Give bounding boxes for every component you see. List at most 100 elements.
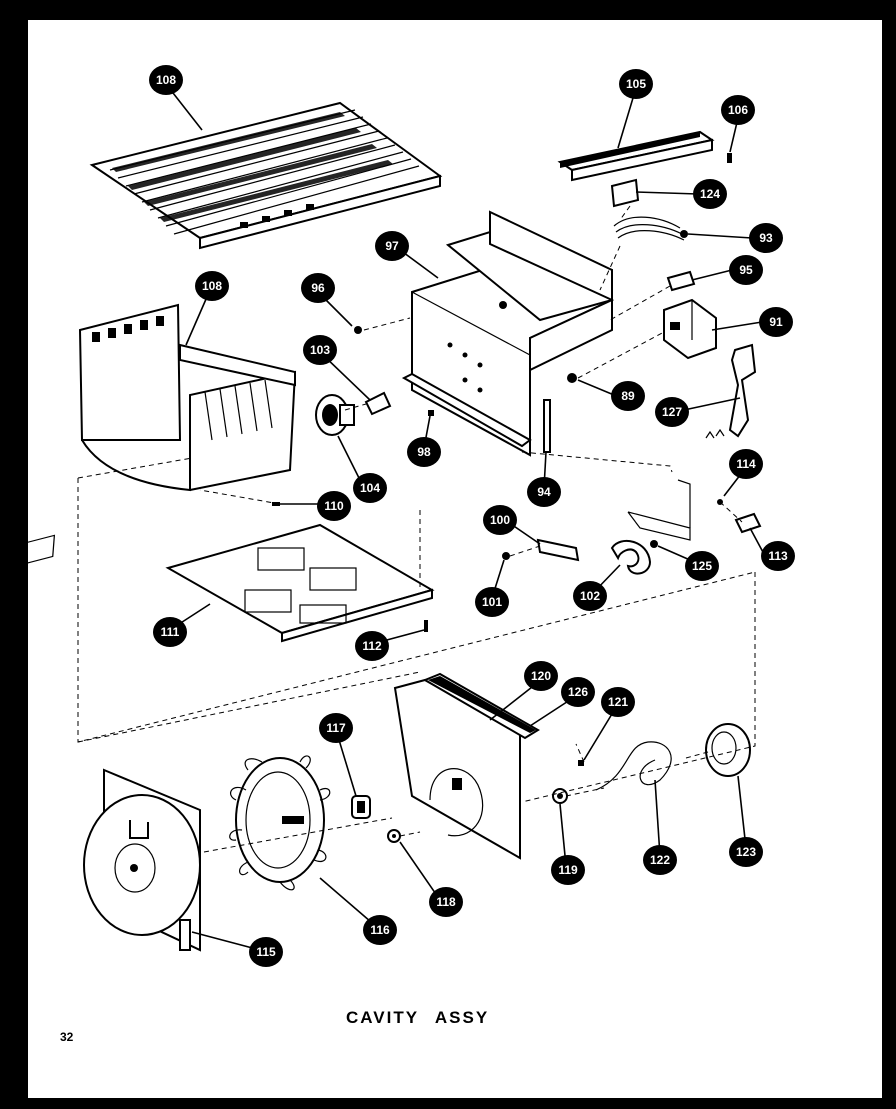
mounting-clip xyxy=(666,270,696,292)
callout-126: 126 xyxy=(561,677,595,707)
callout-115: 115 xyxy=(249,937,283,967)
fan-panel xyxy=(393,678,521,860)
svg-text:127: 127 xyxy=(662,405,682,419)
callout-106: 106 xyxy=(721,95,755,125)
svg-text:108: 108 xyxy=(156,73,176,87)
svg-text:117: 117 xyxy=(326,721,346,735)
callout-114: 114 xyxy=(729,449,763,479)
callout-100: 100 xyxy=(483,505,517,535)
svg-text:125: 125 xyxy=(692,559,712,573)
callout-122: 122 xyxy=(643,845,677,875)
hex-nut xyxy=(354,326,362,334)
svg-text:111: 111 xyxy=(161,625,180,639)
lamp-holder xyxy=(610,539,652,575)
svg-text:104: 104 xyxy=(360,481,380,495)
page-number: 32 xyxy=(60,1030,74,1044)
plate-screw xyxy=(424,620,428,632)
shaft-nut xyxy=(552,788,568,804)
top-rail xyxy=(557,130,715,182)
callout-101: 101 xyxy=(475,587,509,617)
callout-95: 95 xyxy=(729,255,763,285)
svg-text:94: 94 xyxy=(537,485,551,499)
svg-text:98: 98 xyxy=(417,445,431,459)
base-screw xyxy=(272,502,280,506)
svg-text:103: 103 xyxy=(310,343,330,357)
bracket-screw xyxy=(502,552,510,560)
svg-text:123: 123 xyxy=(736,845,756,859)
callout-123: 123 xyxy=(729,837,763,867)
assembly-lines xyxy=(77,205,756,853)
svg-text:119: 119 xyxy=(558,863,578,877)
callout-104: 104 xyxy=(353,473,387,503)
lock-nut xyxy=(567,373,577,383)
set-screw xyxy=(578,760,584,766)
svg-text:122: 122 xyxy=(650,853,670,867)
transformer-unit xyxy=(663,298,717,360)
lamp-cover xyxy=(705,723,751,777)
wire-harness-top xyxy=(613,216,688,241)
svg-text:100: 100 xyxy=(490,513,510,527)
power-cable xyxy=(705,343,757,439)
svg-text:97: 97 xyxy=(385,239,399,253)
callout-112: 112 xyxy=(355,631,389,661)
callout-110: 110 xyxy=(317,491,351,521)
svg-text:106: 106 xyxy=(728,103,748,117)
svg-text:121: 121 xyxy=(608,695,628,709)
svg-text:126: 126 xyxy=(568,685,588,699)
callout-117: 117 xyxy=(319,713,353,743)
svg-text:112: 112 xyxy=(362,639,382,653)
svg-text:124: 124 xyxy=(700,187,720,201)
callout-120: 120 xyxy=(524,661,558,691)
wire-frame xyxy=(627,479,691,541)
callout-91: 91 xyxy=(759,307,793,337)
svg-text:102: 102 xyxy=(580,589,600,603)
svg-text:91: 91 xyxy=(769,315,783,329)
stirrer-motor xyxy=(315,394,355,436)
base-plate xyxy=(3,523,435,643)
callout-108a: 108 xyxy=(149,65,183,95)
callout-116: 116 xyxy=(363,915,397,945)
svg-text:115: 115 xyxy=(256,945,276,959)
callout-124: 124 xyxy=(693,179,727,209)
svg-text:89: 89 xyxy=(621,389,635,403)
callout-111: 111 xyxy=(153,617,187,647)
svg-text:101: 101 xyxy=(482,595,502,609)
rail-screw xyxy=(727,153,732,163)
machine-screw xyxy=(428,410,434,416)
callout-125: 125 xyxy=(685,551,719,581)
svg-text:116: 116 xyxy=(370,923,390,937)
mounting-bracket xyxy=(610,178,640,208)
callout-105: 105 xyxy=(619,69,653,99)
callout-93: 93 xyxy=(749,223,783,253)
callout-103: 103 xyxy=(303,335,337,365)
svg-text:118: 118 xyxy=(436,895,456,909)
svg-text:108: 108 xyxy=(202,279,222,293)
air-duct xyxy=(78,303,297,492)
svg-text:96: 96 xyxy=(311,281,325,295)
callout-102: 102 xyxy=(573,581,607,611)
callout-98: 98 xyxy=(407,437,441,467)
svg-text:120: 120 xyxy=(531,669,551,683)
svg-text:93: 93 xyxy=(759,231,773,245)
callout-108b: 108 xyxy=(195,271,229,301)
svg-text:105: 105 xyxy=(626,77,646,91)
svg-text:114: 114 xyxy=(736,457,756,471)
callout-113: 113 xyxy=(761,541,795,571)
fan-shaft-washer xyxy=(351,795,371,819)
lamp-wire xyxy=(595,741,672,791)
thermal-switch xyxy=(734,512,762,534)
callout-118: 118 xyxy=(429,887,463,917)
callouts: 108 105 106 124 93 97 95 108 96 103 91 8… xyxy=(149,65,795,967)
spring-clip xyxy=(650,540,658,548)
callout-119: 119 xyxy=(551,855,585,885)
grille-shelf xyxy=(89,101,443,250)
bracket-strip xyxy=(543,399,551,453)
svg-text:95: 95 xyxy=(739,263,753,277)
switch-bracket xyxy=(536,538,580,562)
diagram-title: CAVITY ASSY xyxy=(346,1008,490,1027)
fan-nut xyxy=(387,829,401,843)
svg-text:110: 110 xyxy=(324,499,344,513)
callout-96: 96 xyxy=(301,273,335,303)
svg-text:113: 113 xyxy=(768,549,788,563)
